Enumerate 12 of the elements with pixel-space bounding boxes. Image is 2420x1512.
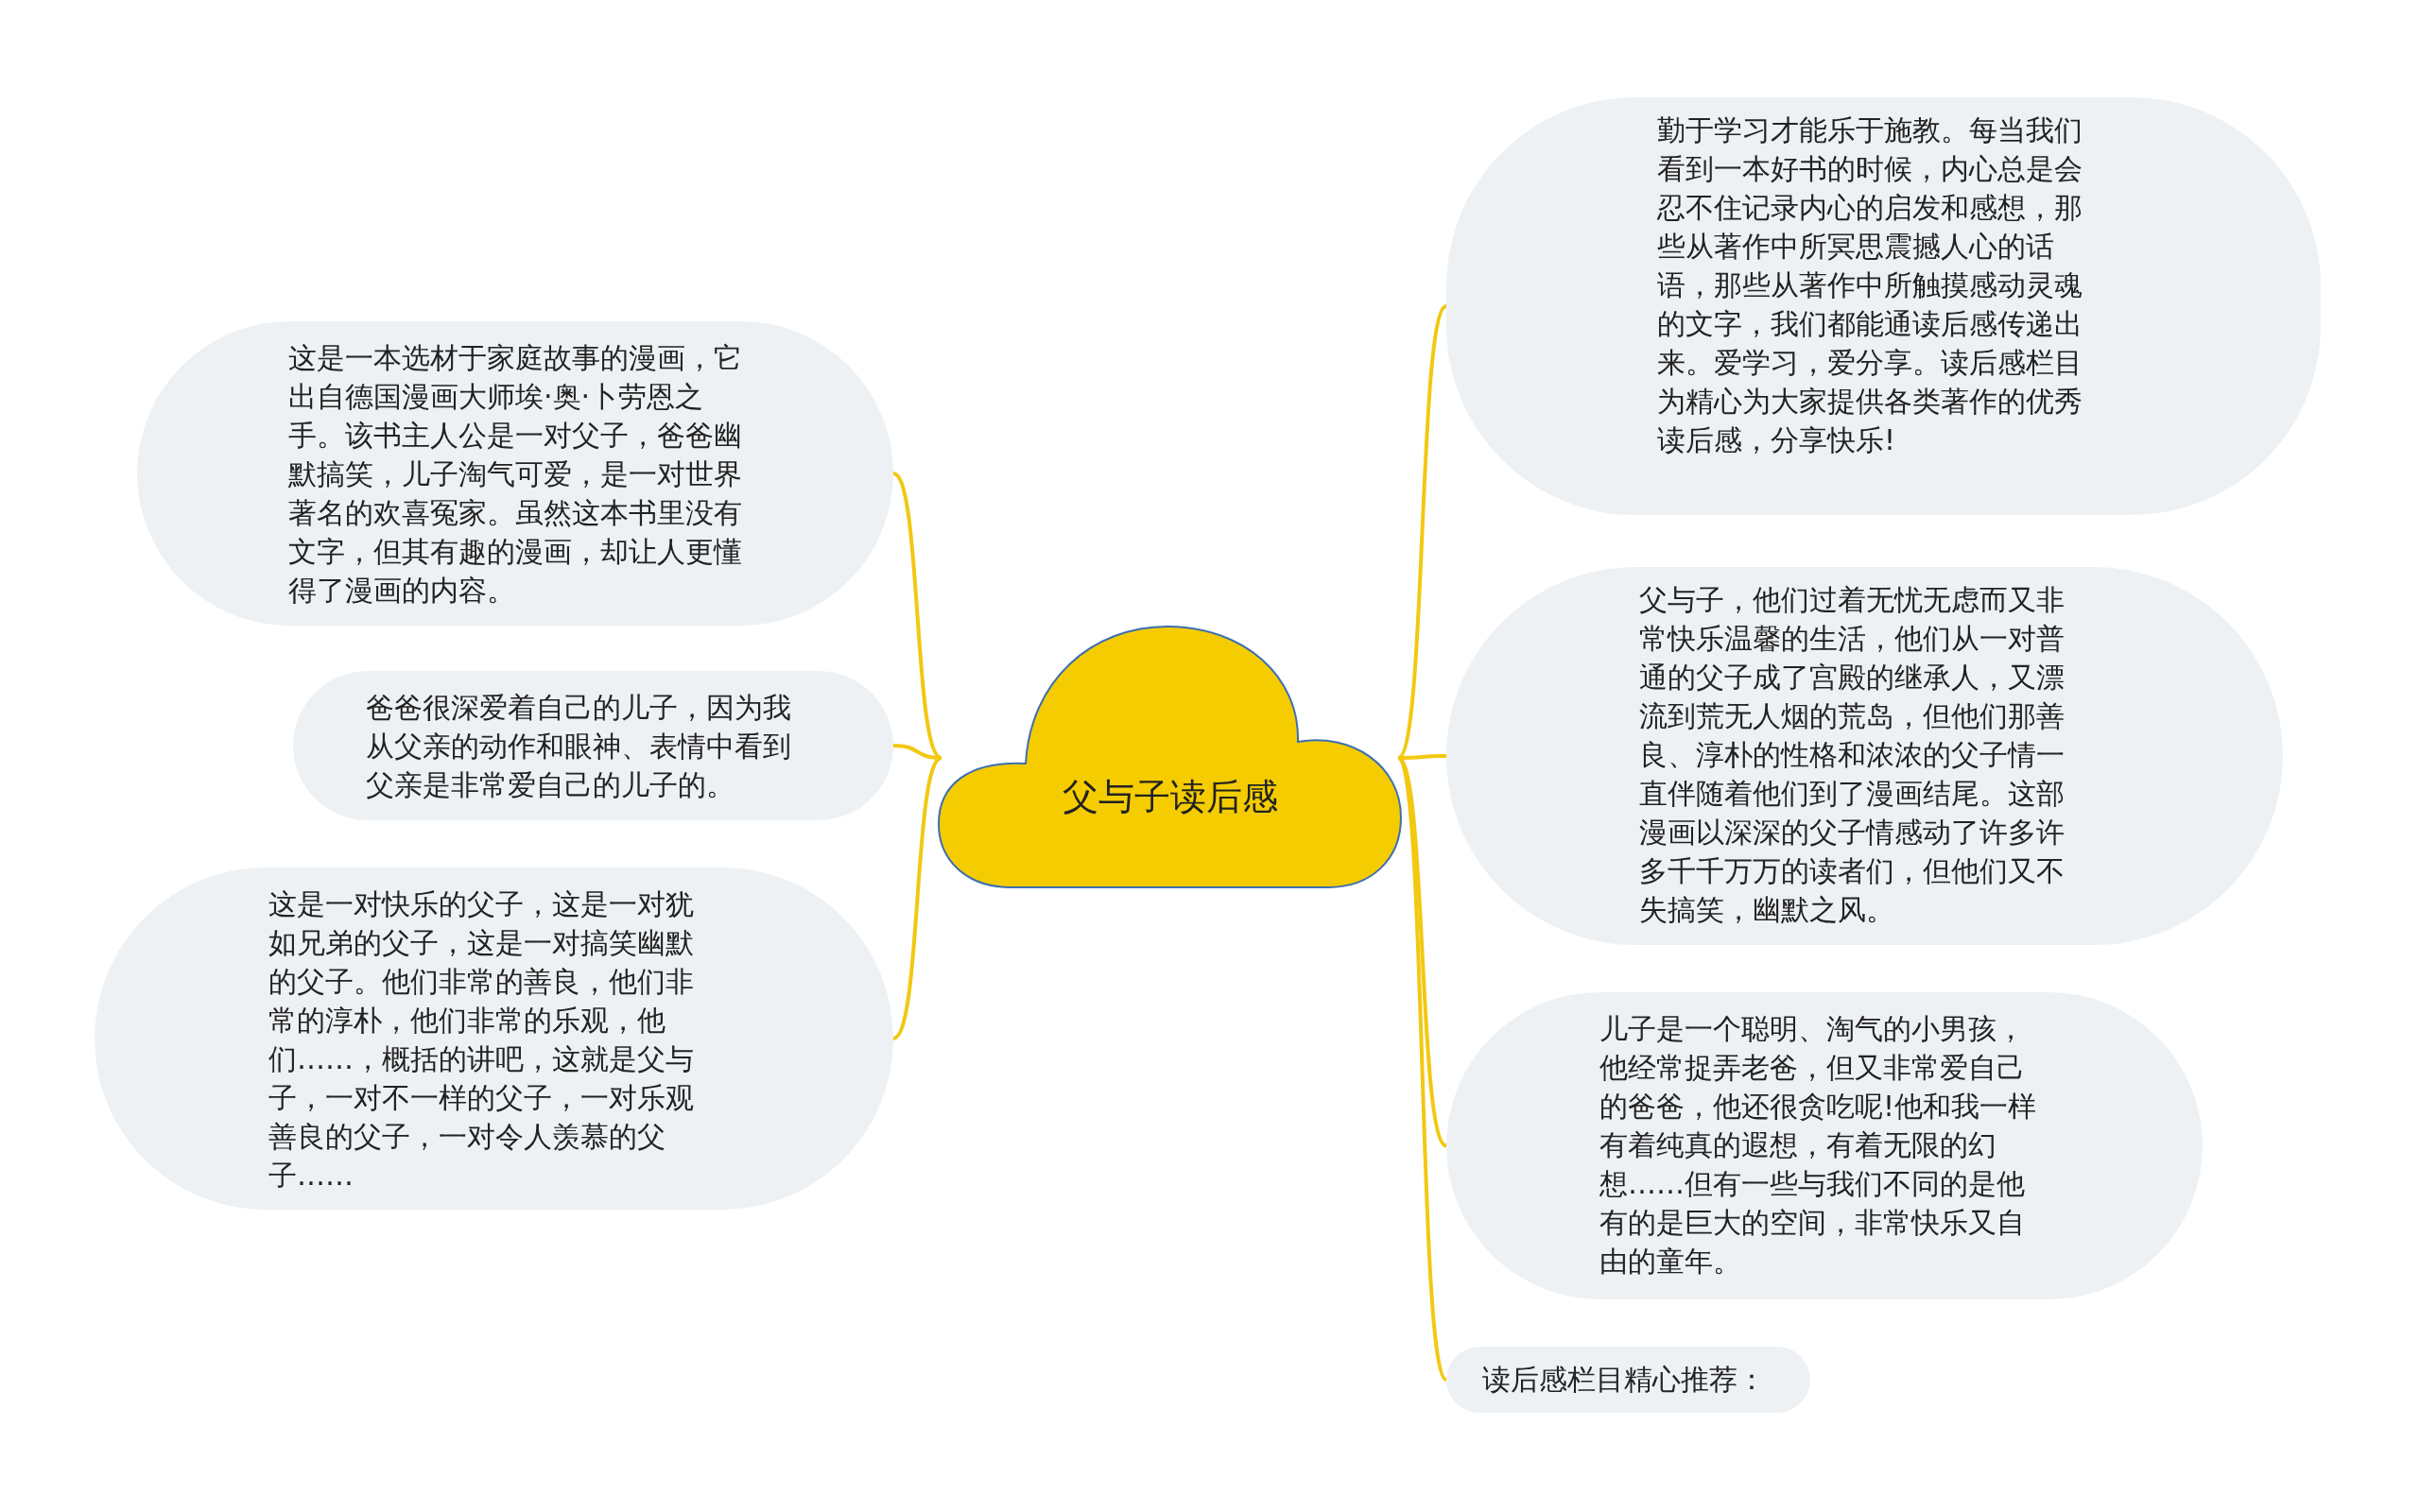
topic-title: 父与子读后感	[1061, 775, 1279, 818]
note-text: 父与子，他们过着无忧无虑而又非常快乐温馨的生活，他们从一对普通的父子成了宫殿的继承人，又漂流到荒无人烟的荒岛，但他们那善良、淳朴的性格和浓浓的父子情一直伴随着他们到了漫画结尾。这部漫画以深深的父子情感动了许多许多千千万万的读者们，但他们又不失搞笑，幽默之风。	[1639, 582, 2066, 928]
note-text: 儿子是一个聪明、淘气的小男孩，他经常捉弄老爸，但又非常爱自己的爸爸，他还很贪吃呢!他和我一样有着纯真的遐想，有着无限的幻想……但有一些与我们不同的是他有的是巨大的空间，非常快乐又自由的童年。	[1599, 1011, 2038, 1280]
note-text: 读后感栏目精心推荐：	[1482, 1362, 1767, 1398]
note-text: 勤于学习才能乐于施教。每当我们看到一本好书的时候，内心总是会忍不住记录内心的启发和感想，那些从著作中所冥思震撼人心的话语，那些从著作中所触摸感动灵魂的文字，我们都能通读后感传递出来。爱学习，爱分享。读后感栏目为精心为大家提供各类著作的优秀读后感，分享快乐!	[1657, 112, 2083, 458]
topic-cloud	[936, 624, 1404, 890]
note-text: 这是一本选材于家庭故事的漫画，它出自德国漫画大师埃·奥·卜劳恩之手。该书主人公是一对父子，爸爸幽默搞笑，儿子淘气可爱，是一对世界著名的欢喜冤家。虽然这本书里没有文字，但其有趣的漫画，却让人更懂得了漫画的内容。	[288, 340, 743, 609]
note-text: 这是一对快乐的父子，这是一对犹如兄弟的父子，这是一对搞笑幽默的父子。他们非常的善良，他们非常的淳朴，他们非常的乐观，他们……，概括的讲吧，这就是父与子，一对不一样的父子，一对乐观善良的父子，一对令人羡慕的父子……	[268, 886, 695, 1194]
branch-line	[891, 756, 943, 1040]
note-text: 爸爸很深爱着自己的儿子，因为我从父亲的动作和眼神、表情中看到父亲是非常爱自己的儿子的。	[366, 690, 792, 803]
branch-line	[1396, 757, 1448, 1381]
branch-line	[892, 744, 942, 760]
